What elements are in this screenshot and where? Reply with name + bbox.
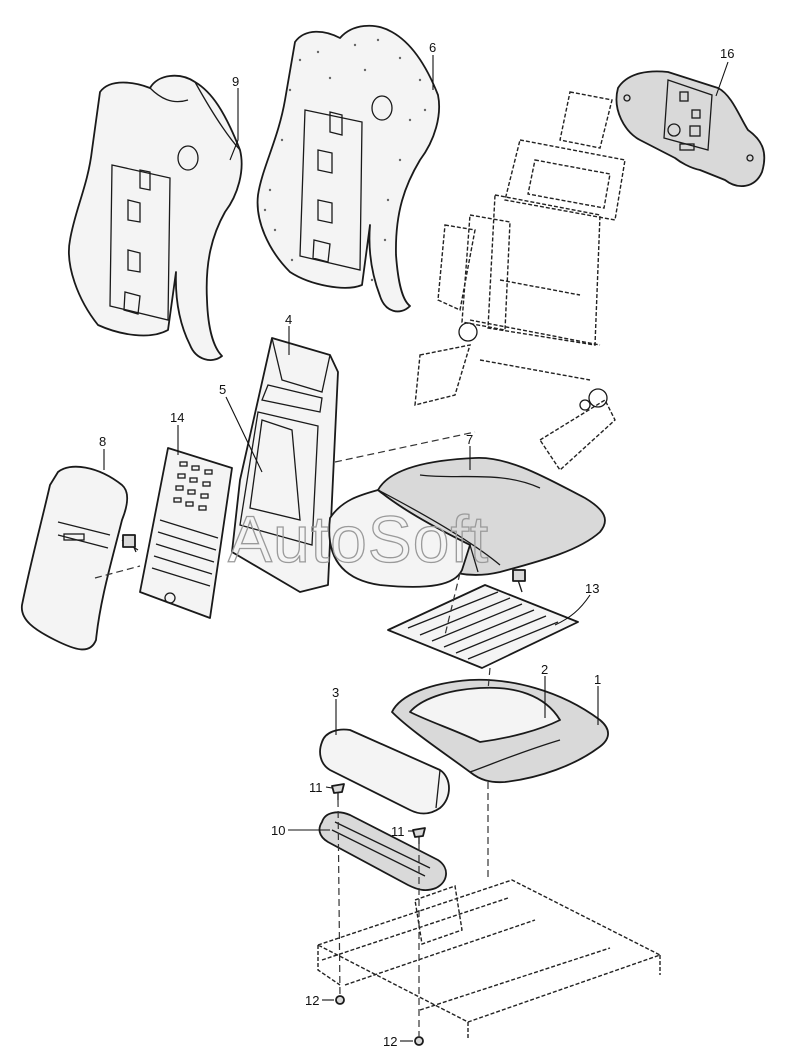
- part-3-armrest-pad: [319, 728, 450, 815]
- callout-labels: 9 6 16 4 5 14 8 7 13 2 1 3 11 10 11 12 1…: [99, 40, 734, 1049]
- part-6-backrest-foam: [256, 24, 440, 313]
- part-7-seat-cushion: [328, 457, 606, 588]
- callout-8: 8: [99, 434, 106, 449]
- part-10-armrest-base: [318, 811, 447, 892]
- part-14-heating-mat-backrest: [139, 447, 233, 619]
- callout-11-b: 11: [391, 824, 405, 839]
- part-8-side-cover: [21, 465, 139, 651]
- callout-10: 10: [271, 823, 285, 838]
- part-4-backrest-panel: [231, 337, 339, 593]
- part-12-nut-a: [335, 995, 345, 1005]
- seat-rail-base: [316, 879, 662, 1040]
- assembly-guide-lines: [94, 431, 491, 1038]
- callout-6: 6: [429, 40, 436, 55]
- callout-13: 13: [585, 581, 599, 596]
- callout-11-a: 11: [309, 780, 323, 795]
- callout-leaders: [103, 55, 729, 1042]
- part-11-fastener-a: [331, 783, 345, 800]
- part-11-fastener-b: [412, 827, 426, 844]
- watermark-text: AutoSoft: [228, 502, 489, 576]
- part-12-nut-b: [414, 1036, 424, 1046]
- callout-5: 5: [219, 382, 226, 397]
- callout-4: 4: [285, 312, 292, 327]
- callout-7: 7: [466, 432, 473, 447]
- part-13-heating-mat-seat: [387, 569, 579, 669]
- callout-12-a: 12: [305, 993, 319, 1008]
- callout-2: 2: [541, 662, 548, 677]
- callout-16: 16: [720, 46, 734, 61]
- part-16-control-plate: [615, 70, 766, 187]
- seat-frame-outline: [414, 91, 626, 472]
- callout-1: 1: [594, 672, 601, 687]
- callout-9: 9: [232, 74, 239, 89]
- callout-12-b: 12: [383, 1034, 397, 1049]
- callout-3: 3: [332, 685, 339, 700]
- part-9-backrest-foam: [68, 74, 243, 361]
- part-1-2-seat-base: [391, 678, 609, 784]
- callout-14: 14: [170, 410, 184, 425]
